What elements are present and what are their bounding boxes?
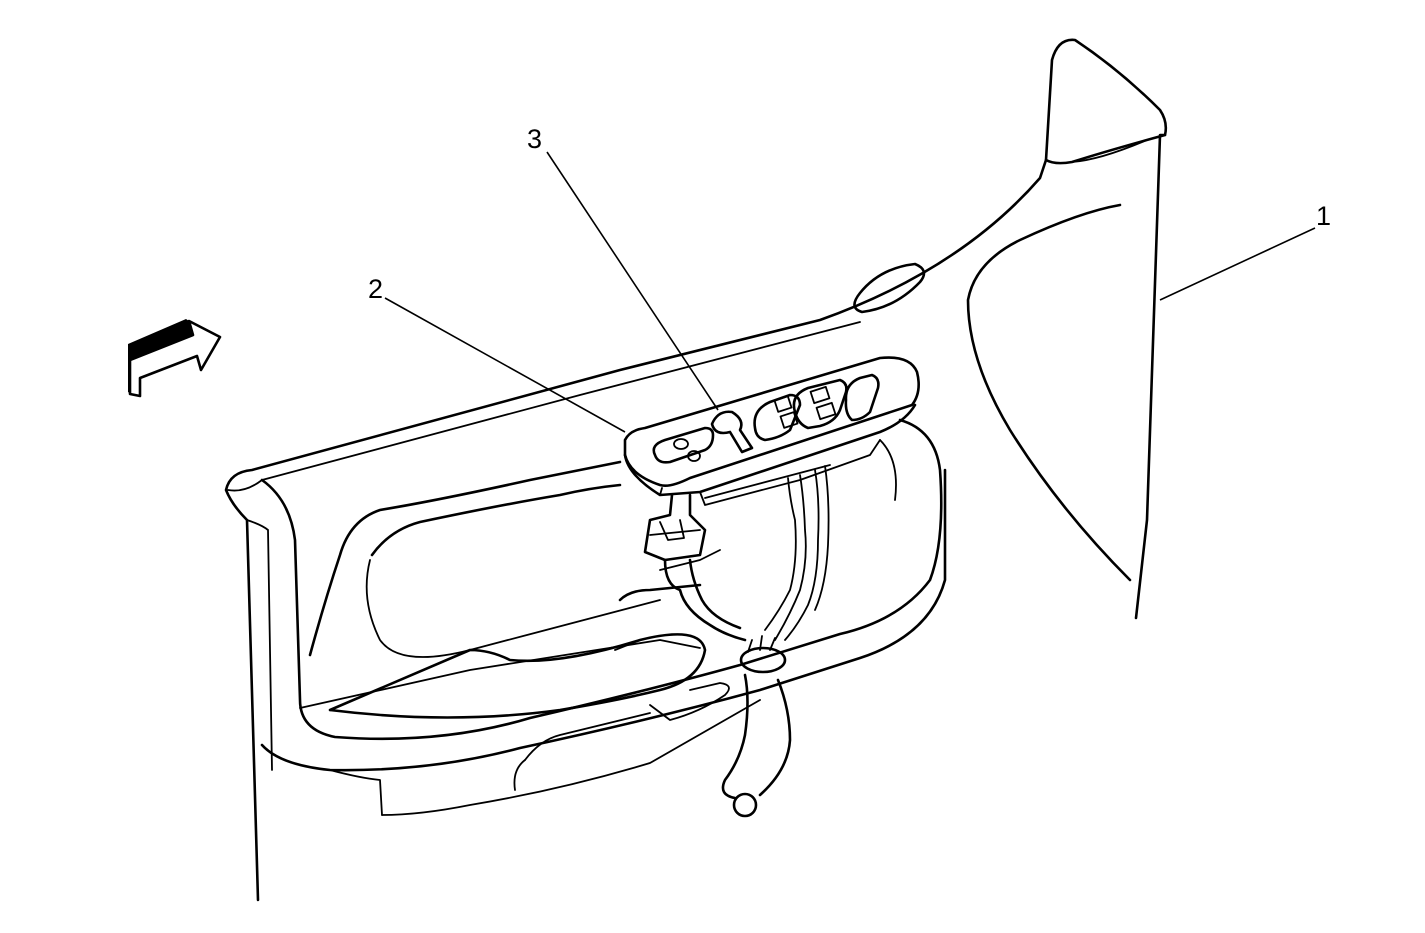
leader-3 bbox=[546, 151, 719, 411]
armrest bbox=[260, 418, 947, 816]
window-switch-assembly bbox=[623, 356, 920, 506]
callout-label-2: 2 bbox=[368, 274, 383, 304]
view-direction-arrow-icon bbox=[128, 319, 222, 398]
callout-label-3: 3 bbox=[527, 124, 542, 154]
leader-2 bbox=[384, 297, 626, 433]
callout-leaders bbox=[384, 151, 1316, 433]
leader-1 bbox=[1159, 227, 1316, 301]
callout-label-1: 1 bbox=[1316, 201, 1331, 231]
wiring-harness bbox=[643, 465, 830, 818]
